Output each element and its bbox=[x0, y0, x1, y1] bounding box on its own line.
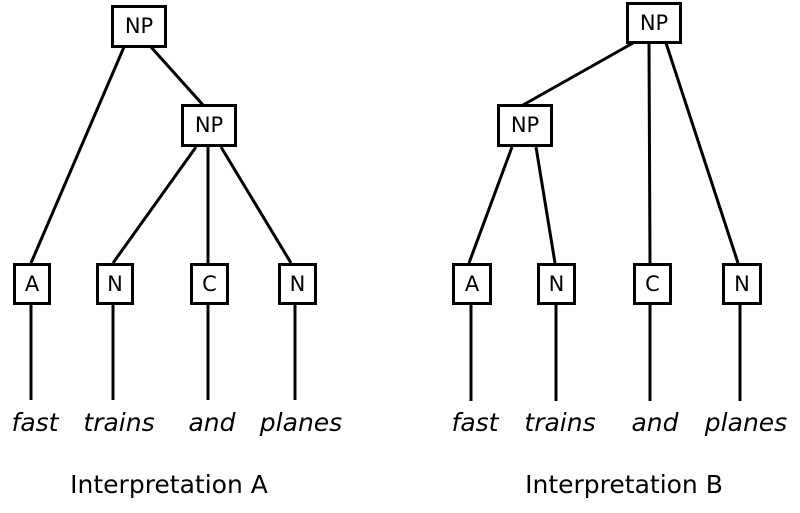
tree-a-conjunction-node: C bbox=[190, 263, 229, 305]
tree-a-root-np-node: NP bbox=[111, 5, 167, 48]
edge-b-root-to-innernp bbox=[522, 41, 634, 107]
tree-b-conjunction-node: C bbox=[633, 263, 672, 305]
tree-a-adjective-node: A bbox=[13, 263, 51, 305]
tree-a-noun1-node: N bbox=[96, 263, 134, 305]
tree-b-word-planes: planes bbox=[704, 408, 788, 437]
edge-b-root-to-c bbox=[647, 42, 652, 264]
edge-a-root-to-innernp bbox=[149, 45, 205, 107]
tree-b-caption: Interpretation B bbox=[525, 470, 723, 499]
tree-b-inner-np-node: NP bbox=[497, 104, 553, 147]
tree-b-word-and: and bbox=[631, 408, 679, 437]
edge-b-inner-to-a bbox=[467, 146, 514, 264]
tree-a-word-fast: fast bbox=[11, 408, 59, 437]
tree-b-noun2-node: N bbox=[722, 263, 762, 305]
edge-a-inner-to-n2 bbox=[219, 146, 293, 264]
tree-b-root-np-node: NP bbox=[626, 2, 682, 44]
edge-b-inner-to-n1 bbox=[534, 146, 557, 264]
tree-a-inner-np-node: NP bbox=[181, 104, 237, 147]
tree-b-word-fast: fast bbox=[451, 408, 499, 437]
tree-a-word-planes: planes bbox=[259, 408, 343, 437]
tree-b-adjective-node: A bbox=[452, 263, 492, 305]
tree-a-noun2-node: N bbox=[278, 263, 317, 305]
tree-a-caption: Interpretation A bbox=[70, 470, 268, 499]
tree-b-noun1-node: N bbox=[537, 263, 576, 305]
edge-b-root-to-n2 bbox=[664, 42, 740, 264]
tree-a-word-trains: trains bbox=[83, 408, 155, 437]
tree-a-word-and: and bbox=[188, 408, 236, 437]
tree-b-word-trains: trains bbox=[524, 408, 596, 437]
edge-a-root-to-a bbox=[29, 46, 126, 264]
edge-a-inner-to-n1 bbox=[111, 146, 198, 264]
